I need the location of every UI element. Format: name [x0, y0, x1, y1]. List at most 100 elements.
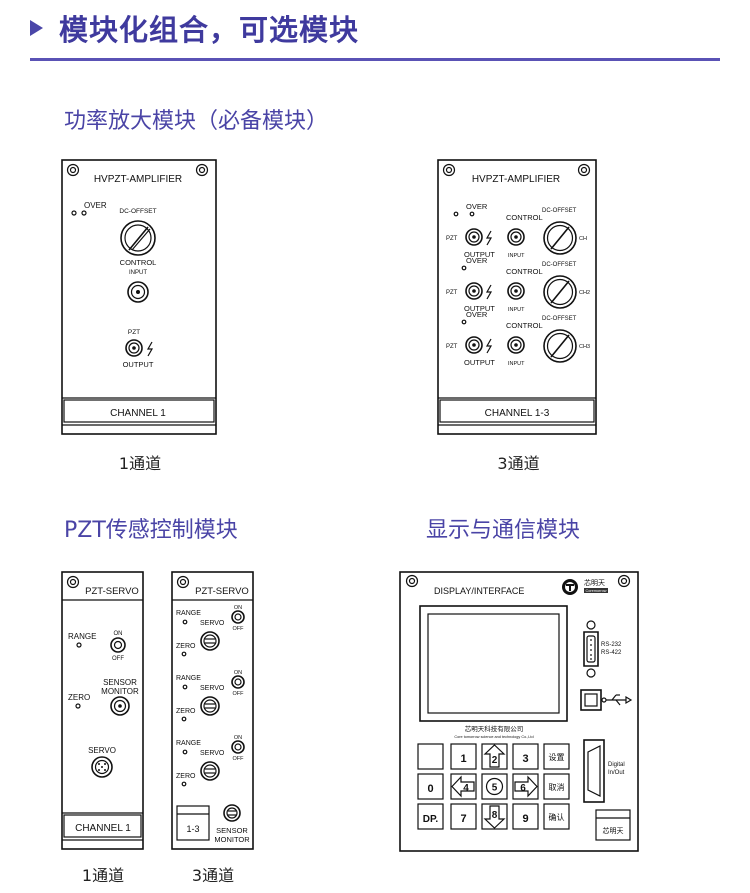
output-bnc-connector-icon[interactable] [465, 228, 483, 246]
amp-section-title: 功率放大模块（必备模块） [64, 109, 329, 134]
over-label: OVER [84, 201, 107, 210]
panel-title: HVPZT-AMPLIFIER [94, 174, 182, 185]
key-3[interactable] [512, 743, 539, 770]
off-label: OFF [112, 656, 124, 662]
key-8-down[interactable] [481, 803, 508, 830]
screw-icon [405, 574, 419, 588]
key-2-up[interactable] [481, 743, 508, 770]
screw-icon [577, 163, 591, 177]
page-title: 模块化组合，可选模块 [59, 13, 360, 47]
input-bnc-connector-icon[interactable] [507, 228, 525, 246]
key-9[interactable] [512, 803, 539, 830]
dc-offset-knob-icon[interactable] [543, 329, 577, 363]
servo-connector-icon[interactable] [200, 696, 220, 716]
display-interface-panel: DISPLAY/INTERFACE 芯明天 Coremorrow RS-232 … [399, 571, 639, 852]
channel-row: OVER CONTROL DC-OFFSET PZT OUTPUT INPUT … [446, 256, 590, 313]
servo-switch-icon[interactable] [231, 610, 245, 624]
monitor-label: MONITOR [214, 835, 250, 844]
screw-icon [195, 163, 209, 177]
digital-io-connector-icon[interactable] [583, 739, 605, 803]
amp1-caption: 1通道 [118, 454, 162, 473]
screw-icon [442, 163, 456, 177]
channel-select-box [176, 805, 210, 841]
amplifier-1ch-panel: HVPZT-AMPLIFIER OVER DC-OFFSET CONTROL I… [61, 159, 217, 435]
high-voltage-icon [485, 338, 493, 354]
key-2-label: 2 [492, 755, 498, 766]
input-label: INPUT [129, 270, 147, 276]
monitor-label: MONITOR [101, 687, 139, 696]
dc-offset-knob-icon[interactable] [543, 275, 577, 309]
range-label: RANGE [176, 740, 201, 747]
control-label: CONTROL [506, 321, 543, 330]
screw-icon [176, 575, 190, 589]
output-bnc-connector-icon[interactable] [125, 339, 143, 357]
amplifier-3ch-panel: HVPZT-AMPLIFIER OVER CONTROL DC-OFFSET P… [437, 159, 597, 435]
cancel-key[interactable] [543, 773, 570, 800]
key-dp-label: DP. [423, 814, 439, 825]
usb-port-icon[interactable] [580, 689, 602, 711]
servo-switch-icon[interactable] [110, 637, 126, 653]
arrow-right-icon [514, 775, 538, 798]
ok-key[interactable] [543, 803, 570, 830]
dc-offset-knob-icon[interactable] [543, 221, 577, 255]
key-5-label: 5 [492, 783, 498, 794]
range-label: RANGE [176, 610, 201, 617]
key-4-left[interactable] [450, 773, 477, 800]
servo-connector-icon[interactable] [200, 761, 220, 781]
servo-label: SERVO [200, 685, 225, 692]
on-label: ON [234, 735, 242, 741]
over-led-icon [71, 210, 87, 216]
input-label: INPUT [508, 361, 525, 367]
sensor-label: SENSOR [103, 678, 137, 687]
input-label: INPUT [508, 307, 525, 313]
brand-name: 芯明天 [584, 578, 605, 587]
servo3-caption: 3通道 [191, 866, 235, 885]
logo-box [595, 809, 631, 841]
input-bnc-connector-icon[interactable] [127, 281, 149, 303]
screw-icon [66, 163, 80, 177]
servo-connector-icon[interactable] [200, 631, 220, 651]
company-name: 芯明天科技有限公司 [465, 724, 524, 733]
set-key-label: 设置 [549, 752, 565, 762]
key-9-label: 9 [522, 813, 528, 825]
key-5[interactable] [481, 773, 508, 800]
arrow-left-icon [451, 775, 475, 798]
zero-label: ZERO [176, 708, 196, 715]
key-6-label: 6 [520, 783, 526, 794]
dc-offset-label: DC-OFFSET [542, 208, 577, 214]
key-7-label: 7 [460, 813, 466, 825]
high-voltage-icon [146, 341, 154, 357]
servo-channel-group: ON RANGE SERVO OFF ZERO [176, 605, 245, 657]
key-6-right[interactable] [512, 773, 539, 800]
servo-switch-icon[interactable] [231, 675, 245, 689]
sensor-monitor-connector-icon[interactable] [223, 804, 241, 822]
zero-led-icon [75, 703, 81, 709]
zero-label: ZERO [176, 643, 196, 650]
blank-key[interactable] [417, 743, 444, 770]
panel-title: HVPZT-AMPLIFIER [472, 174, 560, 185]
servo-connector-icon[interactable] [91, 756, 113, 778]
key-7[interactable] [450, 803, 477, 830]
input-bnc-connector-icon[interactable] [507, 282, 525, 300]
key-0[interactable] [417, 773, 444, 800]
output-label: OUTPUT [464, 358, 495, 367]
servo-label: SERVO [200, 620, 225, 627]
rs232-serial-port-icon[interactable] [583, 620, 599, 678]
input-bnc-connector-icon[interactable] [507, 336, 525, 354]
channel-row: OVER CONTROL DC-OFFSET PZT OUTPUT INPUT … [446, 310, 590, 367]
servo-label: SERVO [88, 746, 116, 755]
key-dp[interactable] [417, 803, 444, 830]
set-key[interactable] [543, 743, 570, 770]
brand-logo-icon [562, 579, 578, 595]
pzt-section-title: PZT传感控制模块 [64, 518, 238, 543]
triangle-bullet-icon [30, 20, 43, 36]
servo-switch-icon[interactable] [231, 740, 245, 754]
dc-offset-knob-icon[interactable] [120, 220, 156, 256]
output-bnc-connector-icon[interactable] [465, 336, 483, 354]
servo-channel-group: ON RANGE SERVO OFF ZERO [176, 735, 245, 787]
key-1[interactable] [450, 743, 477, 770]
sensor-monitor-connector-icon[interactable] [110, 696, 130, 716]
output-bnc-connector-icon[interactable] [465, 282, 483, 300]
brand-tag: Coremorrow [586, 589, 607, 593]
on-label: ON [234, 670, 242, 676]
